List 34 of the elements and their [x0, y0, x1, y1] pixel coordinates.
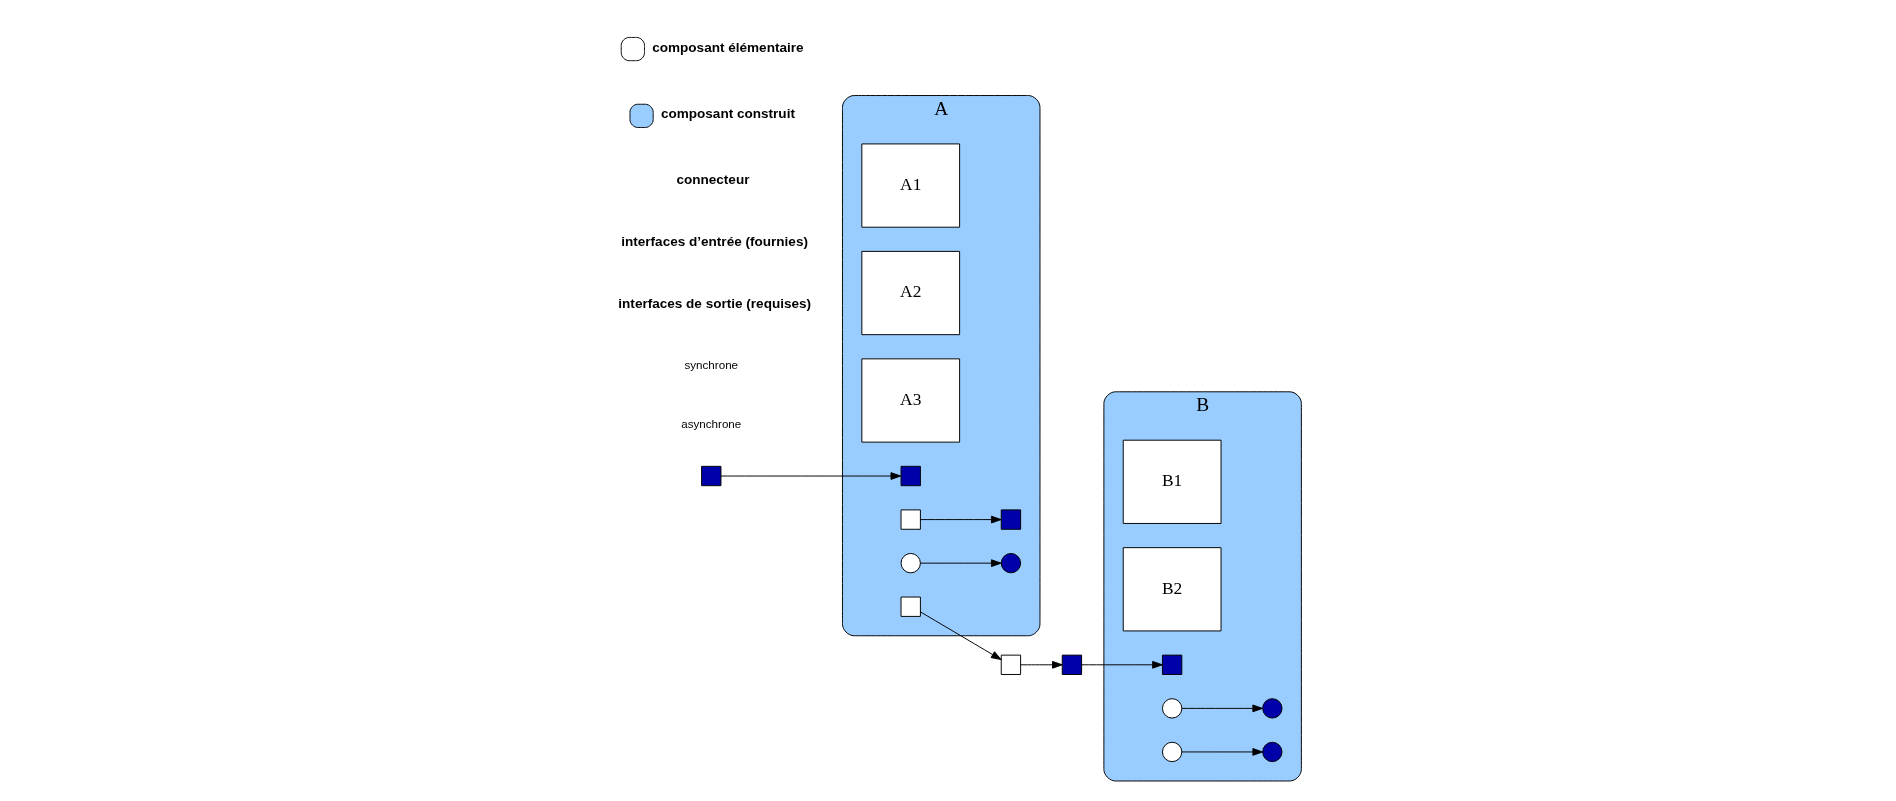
legend-label: connecteur [676, 171, 750, 187]
node-circle [1262, 741, 1283, 763]
legend-label: composant construit [660, 106, 795, 122]
arrow [1081, 660, 1163, 669]
arrow [1020, 660, 1063, 669]
arrow [1181, 704, 1263, 713]
arrow [919, 559, 1002, 568]
node-circle [1161, 741, 1183, 763]
node-box [900, 465, 921, 487]
node-box [1061, 654, 1083, 675]
node-circle [1262, 698, 1283, 719]
arrow [919, 515, 1002, 524]
node-box: A1 [861, 143, 961, 228]
label: synchrone [684, 357, 739, 371]
node-circle [1161, 698, 1183, 719]
arrow [720, 472, 902, 480]
label: asynchrone [681, 416, 742, 430]
arrow [919, 611, 1002, 661]
node-circle [900, 553, 921, 574]
node-box [1161, 654, 1183, 675]
node-box: B1 [1122, 439, 1222, 524]
node-circle [1000, 553, 1022, 574]
node-box: A3 [861, 358, 961, 443]
legend-label: interfaces de sortie (requises) [618, 295, 812, 311]
node-box [1000, 654, 1022, 675]
node-box [900, 509, 921, 530]
legend-label: interfaces d’entrée (fournies) [621, 233, 808, 249]
node-box: A2 [861, 250, 961, 336]
arrow [1181, 748, 1263, 756]
node-box [1000, 509, 1022, 530]
node-box [701, 465, 722, 487]
legend-label: composant élémentaire [652, 39, 804, 55]
node-box: B2 [1122, 547, 1222, 632]
node-box [900, 596, 921, 617]
